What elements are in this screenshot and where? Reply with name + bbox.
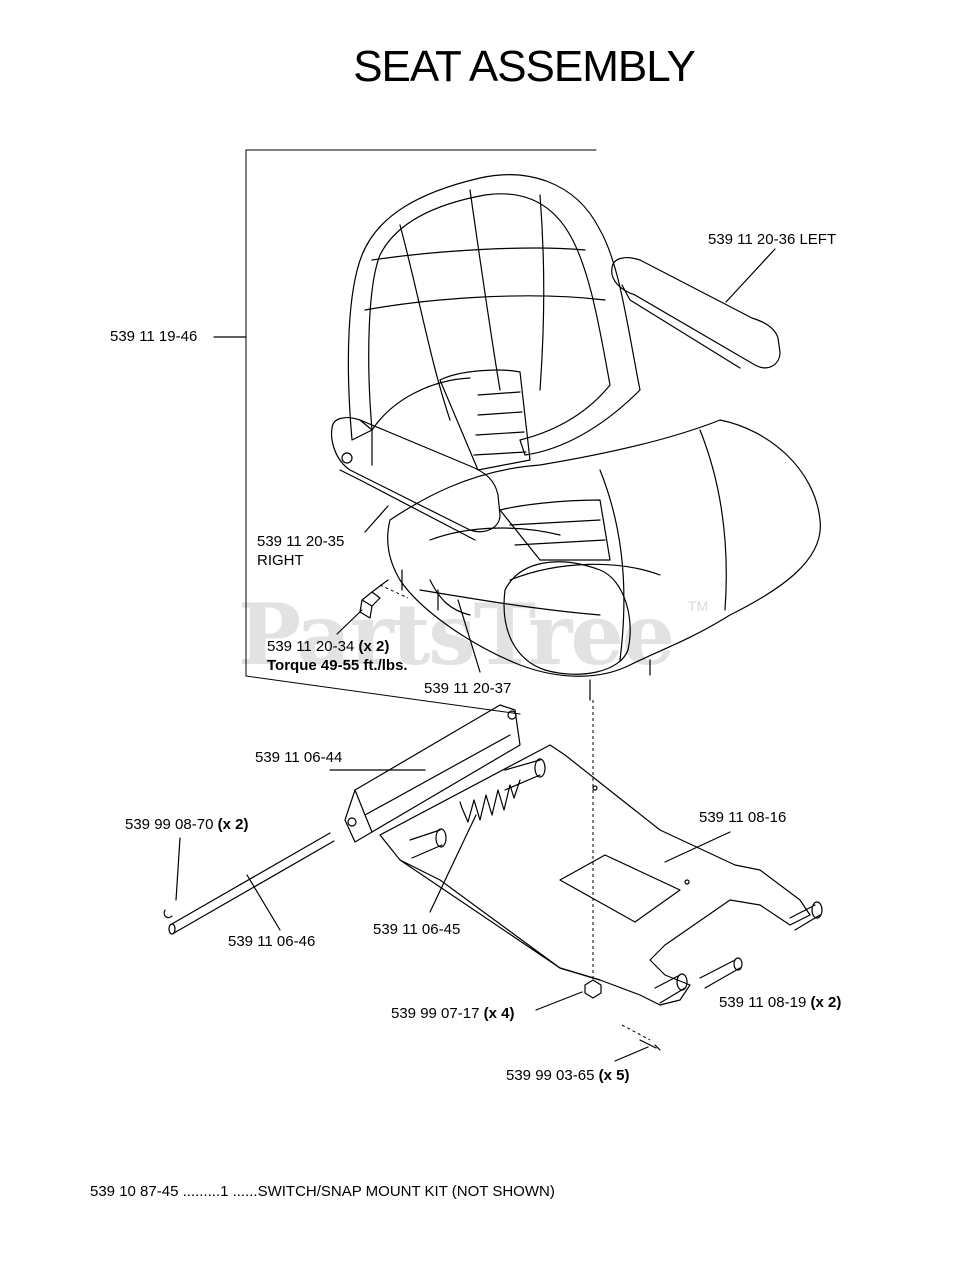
label-slide-rail: 539 11 20-37 [424,680,512,697]
retainer-qty: (x 2) [217,816,249,833]
seat-backrest [347,174,641,471]
pin-qty: (x 2) [810,994,842,1011]
seat-pan [379,744,811,1006]
nut-qty: (x 4) [483,1005,515,1022]
label-seat-assembly: 539 11 19-46 [110,328,198,345]
cotter-pin [639,1039,661,1051]
knob [336,579,389,635]
label-nut: 539 99 07-17 (x 4) [391,1004,514,1023]
label-armrest-right-side: RIGHT [257,552,304,569]
watermark: PartsTree [238,585,675,684]
label-pin: 539 11 08-19 (x 2) [719,993,841,1012]
plate-rollers [409,758,823,1004]
retainer-number: 539 99 08-70 [125,816,214,833]
knob-qty: (x 2) [358,638,390,655]
label-knob: 539 11 20-34 (x 2) [267,637,389,656]
label-armrest-left: 539 11 20-36 LEFT [708,231,837,248]
spring [459,779,521,823]
label-seat-pan: 539 11 08-16 [699,809,787,826]
armrest-right [330,417,501,541]
armrest-left [611,248,781,369]
label-cotter-pin: 539 99 03-65 (x 5) [506,1066,629,1085]
footer-note: 539 10 87-45 .........1 ......SWITCH/SNA… [90,1183,555,1200]
knob-number: 539 11 20-34 [267,638,355,655]
cotter-qty: (x 5) [598,1067,630,1084]
slide-bracket [329,704,521,843]
nut [584,979,602,999]
label-knob-torque: Torque 49-55 ft./lbs. [267,657,408,674]
watermark-trademark: TM [688,598,709,614]
label-spring: 539 11 06-45 [373,921,461,938]
pivot-rod [163,832,335,935]
cotter-number: 539 99 03-65 [506,1067,595,1084]
nut-number: 539 99 07-17 [391,1005,480,1022]
label-pivot-rod: 539 11 06-46 [228,933,316,950]
label-retainer: 539 99 08-70 (x 2) [125,815,248,834]
label-bracket: 539 11 06-44 [255,749,343,766]
pin [699,957,743,989]
assembly-bracket [245,149,597,715]
page-title: SEAT ASSEMBLY [353,42,696,91]
label-armrest-right-number: 539 11 20-35 [257,533,345,550]
pin-number: 539 11 08-19 [719,994,807,1011]
seat-cushion [387,419,821,677]
